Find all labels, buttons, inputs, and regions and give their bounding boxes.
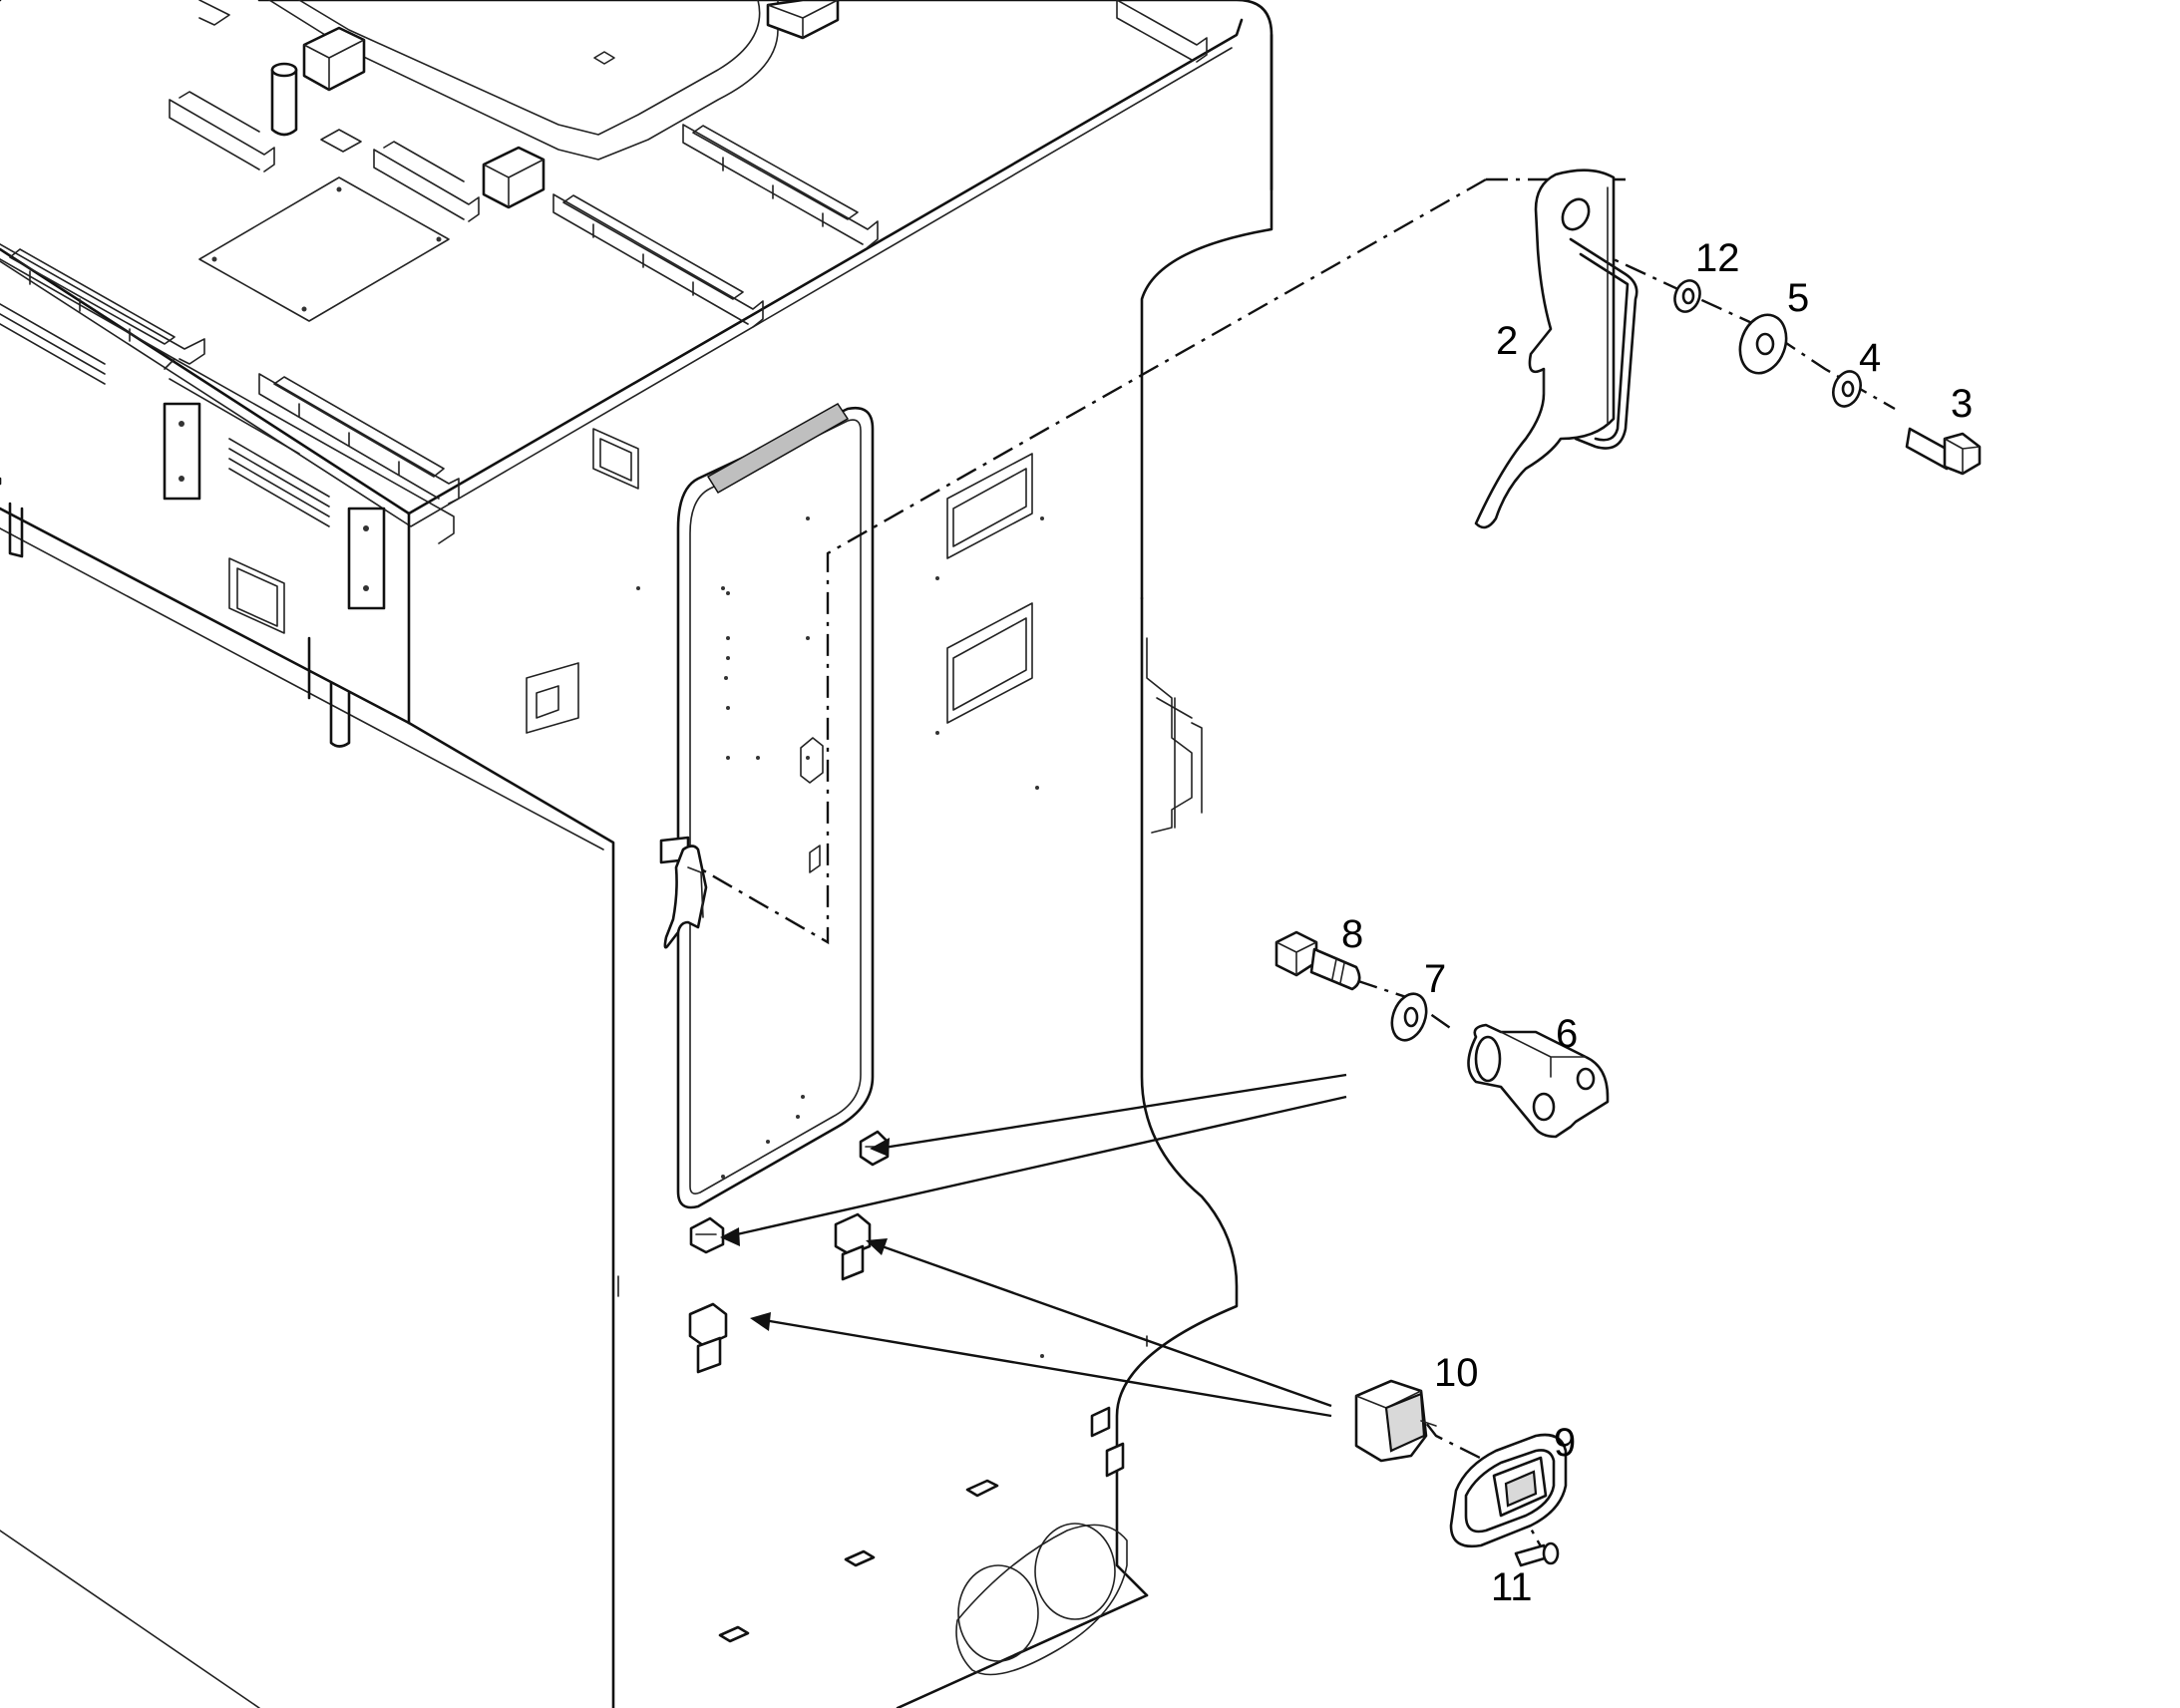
installed-fittings [617,1130,1128,1676]
latch-bracket [1474,169,1638,529]
callout-2: 2 [1496,319,1518,363]
part-6 [1467,1023,1610,1139]
part-5 [1738,313,1788,375]
part-4 [1832,370,1862,408]
callout-11: 11 [1491,1565,1533,1609]
top-plate-details [0,0,1208,1358]
callout-6: 6 [1556,1012,1578,1056]
callout-labels: 2 3 4 5 6 7 8 9 10 11 12 [1341,236,1973,1609]
part-7 [1390,992,1428,1042]
callout-5: 5 [1787,276,1809,320]
callout-10: 10 [1434,1351,1479,1395]
arrows [720,1073,1347,1418]
door-panel [676,403,875,1209]
callout-3: 3 [1951,382,1973,426]
part-11 [1514,1541,1560,1567]
part-9 [1449,1433,1568,1548]
leader-lines [697,177,1896,1556]
callout-4: 4 [1859,336,1881,380]
callout-12: 12 [1695,236,1740,280]
installed-latch [659,836,708,949]
callout-7: 7 [1424,957,1446,1001]
part-10 [1354,1379,1437,1463]
callout-8: 8 [1341,912,1363,956]
part-12 [1673,279,1701,313]
cabinet-body [0,0,1273,1708]
callout-9: 9 [1554,1421,1576,1465]
part-8 [1274,930,1361,991]
part-3 [1905,427,1982,476]
